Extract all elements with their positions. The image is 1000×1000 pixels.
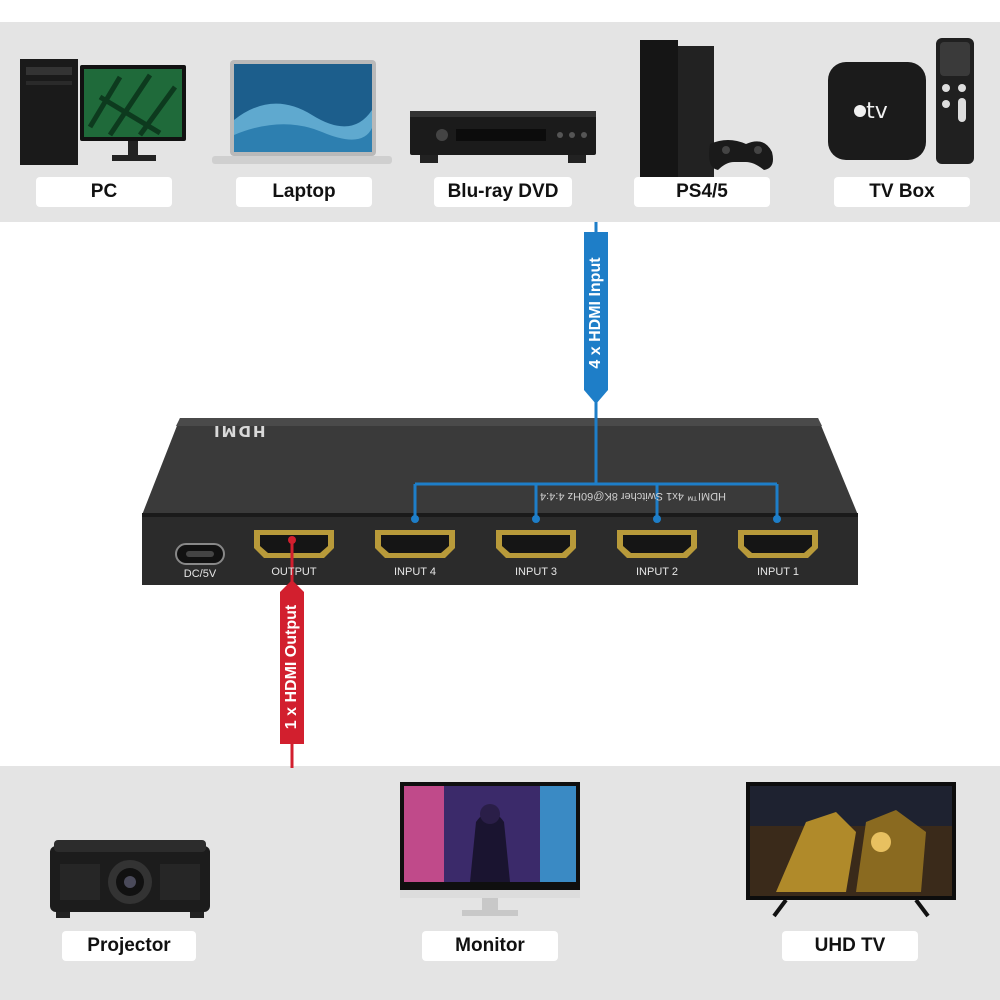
output-port-label: OUTPUT [271, 566, 317, 578]
tv-box-icon: tv [828, 38, 974, 164]
display-label-monitor: Monitor [422, 931, 558, 961]
output-callout-label: 1 x HDMI Output [283, 604, 300, 730]
source-label-pc: PC [36, 177, 172, 207]
switcher-model-text: HDMI™ 4x1 Switcher 8K@60Hz 4:4:4 [540, 490, 727, 502]
source-label-bluray: Blu-ray DVD [434, 177, 572, 207]
projector-icon [50, 840, 210, 918]
bluray-player-icon [410, 111, 596, 163]
input-4-port-label: INPUT 4 [394, 566, 436, 578]
game-console-icon [640, 40, 773, 180]
hdmi-logo: HDMI [212, 422, 266, 440]
input-4-hdmi-port [375, 530, 455, 558]
pc-icon [20, 59, 186, 165]
source-devices-panel: tv PC Laptop Blu-ray DVD PS4/5 TV Box [0, 22, 1000, 222]
svg-text:tv: tv [866, 99, 888, 124]
output-hdmi-port [254, 530, 334, 558]
display-label-projector: Projector [62, 931, 196, 961]
source-label-ps: PS4/5 [634, 177, 770, 207]
source-label-tvbox: TV Box [834, 177, 970, 207]
source-label-laptop: Laptop [236, 177, 372, 207]
laptop-icon [212, 60, 392, 164]
input-3-port-label: INPUT 3 [515, 566, 557, 578]
input-3-hdmi-port [496, 530, 576, 558]
output-callout-tag [280, 580, 304, 744]
switcher-body [142, 418, 858, 585]
dc-power-port [175, 543, 225, 565]
dc-port-label: DC/5V [183, 568, 217, 580]
display-devices-panel: Projector Monitor UHD TV [0, 766, 1000, 1000]
input-connection-dots [411, 515, 781, 523]
input-2-hdmi-port [617, 530, 697, 558]
monitor-icon [400, 782, 580, 916]
input-2-port-label: INPUT 2 [636, 566, 678, 578]
input-callout-tag [584, 232, 608, 404]
input-callout-label: 4 x HDMI Input [587, 257, 604, 369]
tv-icon [746, 782, 956, 918]
input-1-hdmi-port [738, 530, 818, 558]
display-label-uhd-tv: UHD TV [782, 931, 918, 961]
input-1-port-label: INPUT 1 [757, 566, 799, 578]
